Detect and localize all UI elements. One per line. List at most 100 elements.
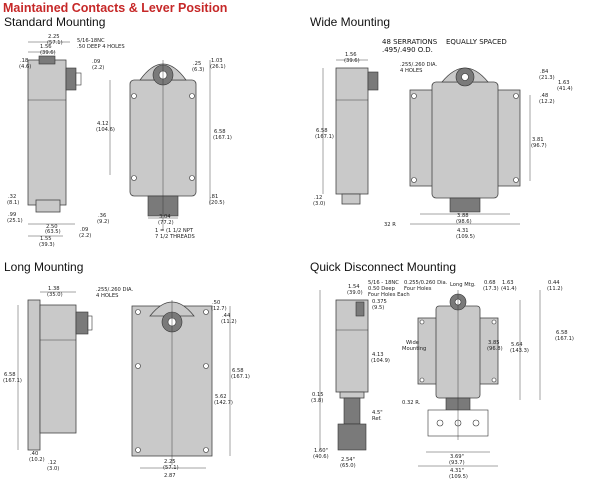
std-dim-09b-mm: (2.2) — [79, 233, 91, 239]
qd-dim-0375-mm: (9.5) — [372, 305, 384, 311]
wide-side-view — [335, 67, 379, 205]
qd-dim-0375: 0.375 — [372, 299, 387, 305]
long-dim-562: 5.62 — [215, 394, 227, 400]
qd-tap-line1: 5/16 - 18NC — [368, 280, 399, 286]
std-dim-36-mm: (9.2) — [97, 219, 109, 225]
std-tap-line2: .50 DEEP 4 HOLES — [77, 44, 125, 50]
long-dim-44: .44 — [222, 313, 231, 319]
wide-front-view — [409, 67, 521, 213]
wide-dim-381-mm: (96.7) — [531, 143, 547, 149]
section-title-standard: Standard Mounting — [4, 15, 106, 29]
qd-tap-line2: 0.50 Deep — [368, 286, 396, 292]
long-dim-40-mm: (10.2) — [29, 457, 45, 463]
qd-dim-413: 4.13 — [372, 352, 384, 358]
qd-dim-044: 0.44 — [548, 280, 560, 286]
wide-dim-381: 3.81 — [532, 137, 544, 143]
std-npt-line2: 7 1/2 THREADS — [155, 234, 195, 240]
std-dim-156: 1.56 — [40, 44, 52, 50]
qd-dim-413-mm: (104.9) — [371, 358, 390, 364]
qd-dim-369: 3.69" — [450, 454, 464, 460]
qd-dim-154: 1.54 — [348, 284, 360, 290]
std-dim-304-mm: (77.2) — [158, 220, 174, 226]
std-dim-155: 1.55 — [40, 236, 52, 242]
qd-dim-015: 0.15 — [312, 392, 324, 398]
long-dim-138: 1.38 — [48, 286, 60, 292]
wide-serrations-od: .495/.490 O.D. — [382, 46, 433, 54]
qd-dim-163: 1.63 — [502, 280, 514, 286]
std-dim-156-mm: (39.6) — [40, 50, 56, 56]
qd-dim-45: 4.5" — [372, 410, 383, 416]
qd-dim-068-mm: (17.3) — [483, 286, 499, 292]
std-dim-658-mm: (167.1) — [213, 135, 232, 141]
std-dim-412: 4.12 — [97, 121, 109, 127]
wide-dim-84-mm: (21.3) — [539, 75, 555, 81]
long-dim-40: .40 — [30, 451, 38, 457]
long-dim-50-mm: (12.7) — [211, 306, 227, 312]
wide-dim-48: .48 — [540, 93, 548, 99]
qd-wide-mounting: Mounting — [402, 346, 426, 352]
qd-dim-163-mm: (41.4) — [501, 286, 517, 292]
qd-dia-holes: Four Holes — [404, 286, 432, 292]
std-dim-09-mm: (2.2) — [92, 65, 104, 71]
std-dim-36: .36 — [98, 213, 106, 219]
wide-dim-388: 3.88 — [457, 213, 469, 219]
section-title-quick: Quick Disconnect Mounting — [310, 260, 457, 274]
qd-dim-564-mm: (143.3) — [510, 348, 529, 354]
qd-dim-254: 2.54" — [341, 457, 355, 463]
std-dim-103: 1.03 — [211, 58, 223, 64]
qd-dim-431-mm: (109.5) — [449, 474, 468, 480]
qd-dim-564: 5.64 — [511, 342, 523, 348]
std-dim-225-mm: (57.1) — [47, 40, 63, 46]
qd-dim-45-ref: Ref. — [372, 416, 382, 422]
wide-dim-48-mm: (12.2) — [539, 99, 555, 105]
std-dim-225: 2.25 — [48, 34, 60, 40]
wide-equally-spaced: EQUALLY SPACED — [446, 38, 507, 46]
std-dim-09b: .09 — [80, 227, 88, 233]
qd-dim-254-mm: (65.0) — [340, 463, 356, 469]
std-dim-099: .99 — [8, 212, 16, 218]
standard-side-view — [27, 55, 82, 213]
std-dim-155-mm: (39.3) — [39, 242, 55, 248]
long-side-view — [27, 299, 93, 451]
std-dim-32: .32 — [8, 194, 16, 200]
long-dim-658: 6.58 — [4, 372, 16, 378]
std-tap-line1: 5/16-18NC — [77, 38, 105, 44]
std-dim-250-mm: (63.5) — [45, 229, 61, 235]
qd-wide-label: Wide — [406, 340, 419, 346]
long-dim-225-mm: (57.1) — [163, 465, 179, 471]
qd-dim-658: 6.58 — [556, 330, 568, 336]
long-dim-12-mm: (3.0) — [47, 466, 59, 472]
wide-dim-32r: 32 R — [384, 222, 396, 228]
std-dim-32-mm: (8.1) — [7, 200, 19, 206]
std-dim-25-mm: (6.3) — [192, 67, 204, 73]
std-dim-304: 3.04 — [159, 214, 171, 220]
wide-dim-84: .84 — [540, 69, 549, 75]
qd-dim-160-mm: (40.6) — [313, 454, 329, 460]
long-dim-658b: 6.58 — [232, 368, 244, 374]
qd-dim-658-mm: (167.1) — [555, 336, 574, 342]
long-dim-50: .50 — [212, 300, 220, 306]
std-dim-099-mm: (25.1) — [7, 218, 23, 224]
qd-dim-032r: 0.32 R. — [402, 400, 421, 406]
qd-dim-015-mm: (3.8) — [311, 398, 323, 404]
qd-dim-369-mm: (93.7) — [449, 460, 465, 466]
section-title-wide: Wide Mounting — [310, 15, 391, 29]
standard-front-view — [129, 60, 197, 230]
wide-dim-163-mm: (41.4) — [557, 86, 573, 92]
std-dim-658: 6.58 — [214, 129, 226, 135]
long-dim-44-mm: (11.2) — [221, 319, 237, 325]
wide-serrations: 48 SERRATIONS — [382, 38, 438, 46]
wide-dim-431: 4.31 — [457, 228, 469, 234]
wide-dim-163: 1.63 — [558, 80, 570, 86]
qd-dim-154-mm: (39.0) — [347, 290, 363, 296]
qd-dim-044-mm: (11.2) — [547, 286, 563, 292]
long-dim-12: .12 — [48, 460, 56, 466]
qd-dim-160: 1.60" — [314, 448, 328, 454]
std-dim-81: .81 — [210, 194, 218, 200]
long-dim-658b-mm: (167.1) — [231, 374, 250, 380]
long-dia: .255/.260 DIA. — [96, 287, 133, 293]
wide-dia-holes: 4 HOLES — [400, 68, 422, 74]
std-dim-81-mm: (20.5) — [209, 200, 225, 206]
qd-long-mtg: Long Mtg. — [450, 282, 476, 288]
